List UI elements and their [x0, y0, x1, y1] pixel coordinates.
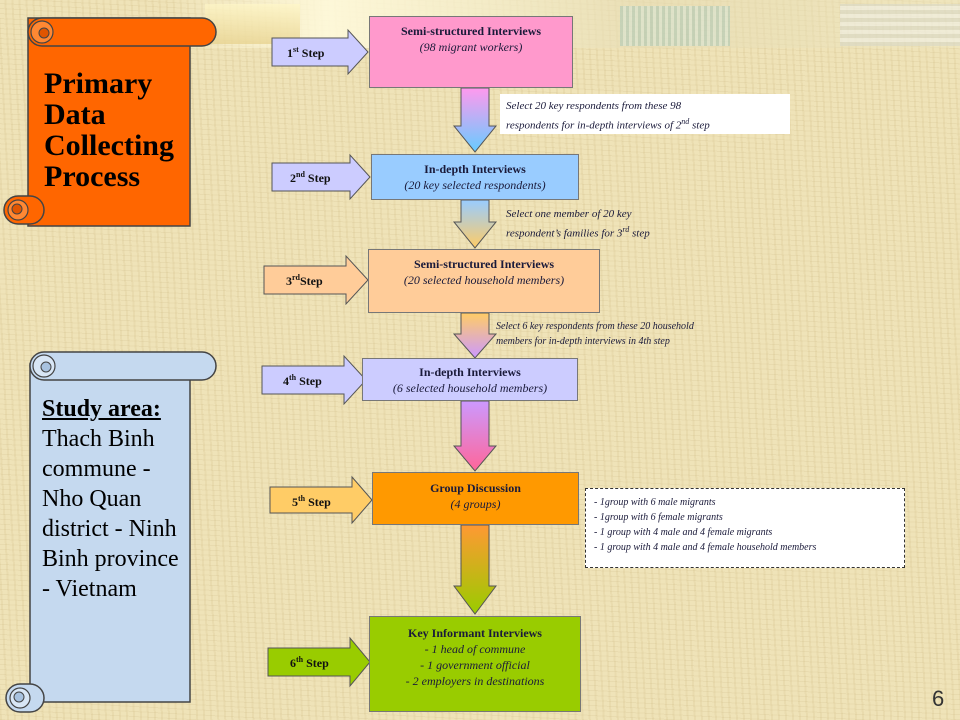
box-title: In-depth Interviews: [419, 365, 521, 379]
step-label-5: 5th Step: [292, 494, 331, 509]
title-scroll: [3, 17, 217, 227]
box-subtitle: (4 groups): [450, 497, 501, 511]
study-area: Study area: Thach Binh commune - Nho Qua…: [42, 394, 187, 604]
step-label-6: 6th Step: [290, 655, 329, 670]
step-arrow-4: [261, 354, 367, 406]
box-subtitle: (98 migrant workers): [419, 40, 523, 54]
box-title: Semi-structured Interviews: [400, 24, 542, 38]
box-line: - 1 head of commune: [424, 642, 526, 656]
step-box-6: Key Informant Interviews - 1 head of com…: [369, 616, 581, 712]
group-detail: - 1group with 6 female migrants: [594, 512, 723, 523]
decorative-image: [620, 6, 730, 46]
step-label-1: 1st Step: [287, 45, 325, 60]
step-arrow-5: [269, 475, 373, 525]
down-arrow-1: [452, 87, 498, 153]
page-title: Primary Data Collecting Process: [44, 67, 174, 193]
down-arrow-5: [453, 524, 497, 615]
page-number: 6: [932, 686, 945, 711]
step-box-5: Group Discussion (4 groups): [372, 472, 579, 525]
step-arrow-1: [271, 28, 369, 76]
box-subtitle: (6 selected household members): [392, 381, 548, 395]
decorative-image: [205, 4, 300, 44]
decorative-image: [840, 4, 960, 46]
box-subtitle: (20 key selected respondents): [404, 178, 546, 192]
step-label-2: 2nd Step: [290, 170, 331, 185]
group-details-box: - 1group with 6 male migrants - 1group w…: [585, 488, 905, 568]
study-area-heading: Study area:: [42, 396, 161, 422]
down-arrow-4: [452, 400, 498, 472]
box-title: Key Informant Interviews: [408, 626, 542, 640]
box-subtitle: (20 selected household members): [403, 273, 565, 287]
box-title: Semi-structured Interviews: [413, 257, 555, 271]
step-arrow-2: [271, 153, 371, 201]
down-arrow-3: [452, 312, 498, 359]
box-title: In-depth Interviews: [424, 162, 526, 176]
study-area-scroll: [5, 351, 217, 713]
box-line: - 1 government official: [420, 658, 530, 672]
group-detail: - 1 group with 4 male and 4 female house…: [594, 542, 817, 553]
step-label-3: 3rdStep: [286, 273, 323, 288]
step-arrow-3: [263, 254, 369, 306]
group-detail: - 1 group with 4 male and 4 female migra…: [594, 527, 773, 538]
box-line: - 2 employers in destinations: [405, 674, 545, 688]
step-box-4: In-depth Interviews (6 selected househol…: [362, 358, 578, 401]
group-detail: - 1group with 6 male migrants: [594, 497, 716, 508]
step-box-2: In-depth Interviews (20 key selected res…: [371, 154, 579, 200]
note-step-1-to-2: Select 20 key respondents from these 98 …: [500, 94, 790, 134]
study-area-text: Thach Binh commune - Nho Quan district -…: [42, 426, 179, 602]
box-title: Group Discussion: [430, 481, 521, 495]
note-step-2-to-3: Select one member of 20 key respondent’s…: [506, 208, 650, 240]
note-step-3-to-4: Select 6 key respondents from these 20 h…: [496, 321, 694, 347]
down-arrow-2: [452, 199, 498, 249]
step-label-4: 4th Step: [283, 373, 322, 388]
step-box-3: Semi-structured Interviews (20 selected …: [368, 249, 600, 313]
step-box-1: Semi-structured Interviews (98 migrant w…: [369, 16, 573, 88]
step-arrow-6: [267, 636, 371, 688]
